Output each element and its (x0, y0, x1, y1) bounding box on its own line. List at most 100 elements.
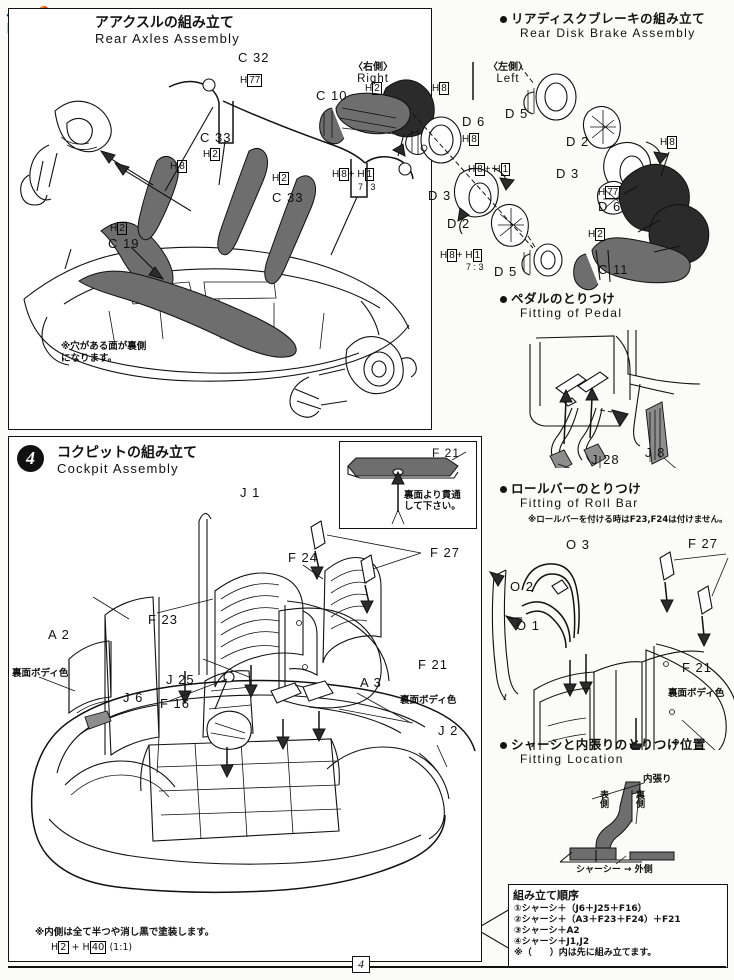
roll-bar-drawing (488, 551, 734, 750)
label-d3-left: D 3 (556, 166, 580, 181)
side-right-jp: 〈右側〉 (353, 62, 393, 73)
side-left-jp: 〈左側〉 (488, 62, 528, 73)
label-body-color-a2: 裏面ボディ色 (12, 668, 69, 679)
fitting-location-header: シャーシと内張りのとりつけ位置 Fitting Location (500, 738, 706, 767)
inset-note: 裏面より貫通 して下さい。 (404, 490, 461, 512)
assembly-order-item-2: ②シャーシ＋（A3＋F23＋F24）＋F21 (514, 915, 681, 925)
assembly-order-item-4: ④シャーシ＋J1,J2 (514, 937, 590, 947)
label-c33-b: C 33 (272, 190, 304, 205)
assembly-order-title: 組み立て順序 (513, 889, 579, 902)
bullet-icon (500, 16, 507, 23)
roll-bar-title-en: Fitting of Roll Bar (520, 496, 639, 510)
cockpit-drawing (30, 512, 476, 894)
inset-f21-drawing (347, 451, 467, 525)
pedal-header: ペダルのとりつけ Fitting of Pedal (500, 292, 622, 321)
pedal-title-jp: ペダルのとりつけ (511, 291, 616, 306)
label-j28: J 28 (591, 452, 620, 467)
roll-bar-note: ※ロールバーを付ける時はF23,F24は付けません。 (528, 515, 728, 525)
side-left-en: Left (496, 73, 520, 85)
label-f27-rollbar: F 27 (688, 536, 719, 551)
label-c19: C 19 (108, 236, 140, 251)
assembly-order-item-1: ①シャーシ＋（J6＋J25＋F16） (514, 904, 647, 914)
rear-axles-drawing (20, 78, 417, 418)
bullet-icon-fitting (500, 742, 507, 749)
label-j8: J 8 (645, 445, 666, 460)
cockpit-title-jp: コクピットの組み立て (57, 445, 197, 461)
bullet-icon-pedal (500, 296, 507, 303)
roll-bar-title-jp: ロールバーのとりつけ (511, 481, 642, 496)
assembly-order-box: 組み立て順序 ①シャーシ＋（J6＋J25＋F16） ②シャーシ＋（A3＋F23＋… (508, 884, 728, 968)
label-ratio-bottom: 7 : 3 (466, 262, 484, 272)
rear-disk-brake-title-jp: リアディスクブレーキの組み立て (511, 11, 706, 26)
rear-axles-note-text: ※穴がある面が裏側 になります。 (61, 341, 147, 364)
step-number-badge: 4 (17, 445, 44, 472)
pedal-drawing (529, 330, 701, 468)
label-j25: J 25 (166, 672, 195, 687)
label-d5-left-top: D 5 (505, 106, 529, 121)
rear-axles-title-jp: アアクスルの組み立て (95, 15, 234, 31)
rear-disk-brake-title-en: Rear Disk Brake Assembly (520, 26, 696, 40)
rear-axles-header: アアクスルの組み立て Rear Axles Assembly (95, 15, 240, 46)
label-f23: F 23 (148, 612, 179, 627)
label-front-side: 表側 (598, 790, 608, 808)
bullet-icon-rollbar (500, 486, 507, 493)
label-d3-right: D 3 (428, 188, 452, 203)
rear-axles-note: ※穴がある面が裏側 になります。 (61, 341, 146, 365)
panel-cockpit: 4 コクピットの組み立て Cockpit Assembly F 21 裏面より貫… (8, 436, 482, 962)
roll-bar-header: ロールバーのとりつけ Fitting of Roll Bar (500, 482, 641, 511)
panel-rear-axles: アアクスルの組み立て Rear Axles Assembly (8, 8, 432, 430)
label-f21-cockpit: F 21 (418, 657, 449, 672)
cockpit-inset-f21: F 21 裏面より貫通 して下さい。 (339, 441, 477, 529)
fitting-location-title-en: Fitting Location (520, 752, 624, 766)
label-f24: F 24 (288, 550, 319, 565)
side-left-marker: 〈左側〉 Left (480, 58, 536, 85)
label-body-color-rollbar: 裏面ボディ色 (668, 688, 725, 699)
label-j1: J 1 (240, 485, 261, 500)
label-j6: J 6 (123, 690, 144, 705)
fitting-leader-line (591, 782, 645, 800)
cockpit-header: コクピットの組み立て Cockpit Assembly (57, 445, 197, 476)
label-chassis-outer: シャーシー → 外側 (576, 865, 653, 875)
assembly-order-item-3: ③シャーシ＋A2 (514, 926, 580, 936)
label-c32: C 32 (238, 50, 270, 65)
label-a2: A 2 (48, 627, 70, 642)
label-body-color-a3: 裏面ボディ色 (400, 695, 457, 706)
label-c10: C 10 (316, 88, 348, 103)
label-f21-rollbar: F 21 (682, 660, 713, 675)
label-d6-right: D 6 (462, 114, 486, 129)
fitting-location-title-jp: シャーシと内張りのとりつけ位置 (511, 737, 706, 752)
label-c33-a: C 33 (200, 130, 232, 145)
disk-brake-drawing (319, 62, 710, 291)
label-inner-lining: 内張り (643, 774, 672, 785)
label-back-side: 裏側 (634, 790, 644, 808)
rear-axles-title-en: Rear Axles Assembly (95, 31, 240, 46)
fitting-location-drawing (559, 781, 675, 865)
label-f27-cockpit: F 27 (430, 545, 461, 560)
label-ratio-right: 7 : 3 (358, 182, 376, 192)
label-f21-inset: F 21 (432, 446, 461, 460)
label-j2: J 2 (438, 723, 459, 738)
label-a3: A 3 (360, 675, 382, 690)
label-f16: F 16 (160, 696, 191, 711)
assembly-order-note: ※（ ）内は先に組み立てます。 (514, 948, 657, 958)
label-o3: O 3 (566, 537, 590, 552)
label-d6-left: D 6 (598, 199, 622, 214)
label-o1: O 1 (516, 618, 540, 633)
cockpit-note: ※内側は全て半つや消し黒で塗装します。 (35, 927, 215, 938)
label-d5-bottom: D 5 (494, 264, 518, 279)
